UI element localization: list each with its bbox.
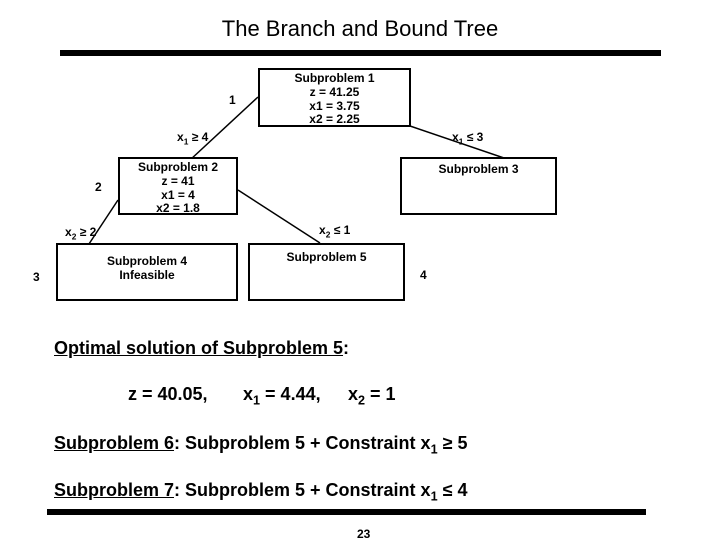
optimal-heading: Optimal solution of Subproblem 5: xyxy=(54,338,350,358)
sp5-name: Subproblem 5 xyxy=(286,250,367,264)
bottom-rule xyxy=(47,509,646,515)
sp1-name: Subproblem 1 xyxy=(294,71,375,85)
sp3-name: Subproblem 3 xyxy=(438,162,519,176)
edge-sp1-sp2 xyxy=(189,96,259,161)
node-number-4: 4 xyxy=(420,268,427,282)
sp1-z: z = 41.25 xyxy=(309,84,360,99)
subproblem-5-node: Subproblem 5 xyxy=(248,243,405,301)
sp1-x2: x2 = 2.25 xyxy=(309,112,360,127)
sp4-status: Infeasible xyxy=(119,267,175,282)
sp2-z: z = 41 xyxy=(161,173,195,188)
edge-sp1-sp3 xyxy=(409,125,511,161)
subproblem-2-node: Subproblem 2 z = 41 x1 = 4 x2 = 1.8 xyxy=(118,157,238,215)
branch-label-x1-le-3: x1 ≤ 3 xyxy=(452,130,484,147)
subproblem-7-text: Subproblem 7: Subproblem 5 + Constraint … xyxy=(54,480,468,504)
top-rule xyxy=(60,50,661,56)
node-number-3: 3 xyxy=(33,270,40,284)
sp1-x1: x1 = 3.75 xyxy=(309,98,360,113)
optimal-x2: x2 = 1 xyxy=(348,384,396,408)
edge-sp2-sp5 xyxy=(237,189,321,244)
sp2-x1: x1 = 4 xyxy=(161,187,195,202)
node-number-1: 1 xyxy=(229,93,236,107)
page-number: 23 xyxy=(357,527,371,541)
subproblem-1-node: Subproblem 1 z = 41.25 x1 = 3.75 x2 = 2.… xyxy=(258,68,411,127)
sp4-name: Subproblem 4 xyxy=(106,254,187,268)
optimal-z: z = 40.05, xyxy=(128,384,208,404)
sp2-name: Subproblem 2 xyxy=(137,160,218,174)
edge-sp2-sp4 xyxy=(84,199,119,251)
subproblem-6-text: Subproblem 6: Subproblem 5 + Constraint … xyxy=(54,433,468,457)
node-number-2: 2 xyxy=(95,180,102,194)
branch-label-x1-ge-4: x1 ≥ 4 xyxy=(177,130,209,147)
subproblem-4-node: Subproblem 4 Infeasible xyxy=(56,243,238,301)
sp2-x2: x2 = 1.8 xyxy=(156,201,200,216)
optimal-x1: x1 = 4.44, xyxy=(243,384,321,408)
branch-label-x2-le-1: x2 ≤ 1 xyxy=(319,223,351,240)
page-title: The Branch and Bound Tree xyxy=(221,16,499,41)
subproblem-3-node: Subproblem 3 xyxy=(400,157,557,215)
branch-label-x2-ge-2: x2 ≥ 2 xyxy=(65,225,97,242)
